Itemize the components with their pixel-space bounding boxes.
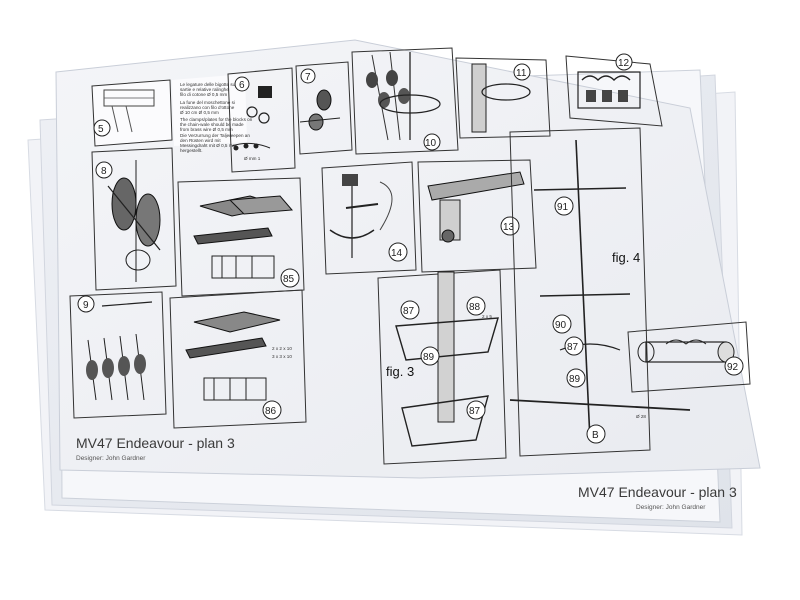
panel-fig-4: 91 90 87 89 B Ø 28 fig. 4 bbox=[509, 127, 691, 457]
panel-86: 2 x 2 x 10 3 x 3 x 10 86 bbox=[169, 289, 307, 429]
back-sheet-title: MV47 Endeavour - plan 3 bbox=[578, 484, 737, 500]
panel-fig-3: 87 88 89 87 2 x 5 fig. 3 bbox=[377, 269, 507, 465]
panel-91-number: 91 bbox=[557, 202, 569, 213]
note-line-2: filo di cotone Ø 0,5 mm bbox=[180, 92, 227, 97]
panel-13: 13 bbox=[417, 159, 537, 273]
panel-9: 9 bbox=[69, 291, 167, 419]
panel-8: 8 bbox=[91, 147, 177, 291]
note-line-10: den Rüsten wird mit bbox=[180, 138, 221, 143]
note-line-12: hergestellt. bbox=[180, 148, 202, 153]
panel-12-number: 12 bbox=[618, 58, 630, 69]
front-sheet bbox=[55, 39, 761, 479]
note-line-9: Die Verzurrung der Taljereepen an bbox=[180, 133, 250, 138]
panel-11-number: 11 bbox=[516, 68, 527, 79]
panel-8-number: 8 bbox=[101, 166, 107, 177]
note-line-3: La fune del moschettone si bbox=[180, 100, 235, 105]
panel-7: 7 bbox=[295, 61, 353, 155]
panel-87c-number: 87 bbox=[567, 342, 579, 353]
front-sheet-designer: Designer: John Gardner bbox=[76, 455, 146, 462]
panel-6-number: 6 bbox=[239, 80, 245, 91]
panel-14: 14 bbox=[321, 161, 417, 275]
front-sheet-title: MV47 Endeavour - plan 3 bbox=[76, 435, 235, 451]
panel-92-number: 92 bbox=[727, 362, 739, 373]
panel-10-number: 10 bbox=[425, 138, 437, 149]
panel-13-number: 13 bbox=[503, 222, 515, 233]
panel-87a-number: 87 bbox=[403, 306, 415, 317]
panel-85-number: 85 bbox=[283, 274, 295, 285]
note-line-0: Le legature delle bigotte sulle bbox=[180, 82, 240, 87]
panel-5: 5 bbox=[91, 79, 173, 147]
dimension-d5: Ø 28 bbox=[636, 414, 646, 419]
panel-6: 6 Ø mm 1 bbox=[227, 67, 296, 173]
panel-89a-number: 89 bbox=[423, 352, 435, 363]
dimension-d4: Ø mm 1 bbox=[244, 156, 261, 161]
panel-9-number: 9 bbox=[83, 300, 89, 311]
note-line-1: sartie e relative ralinghe bbox=[180, 87, 229, 92]
panel-7-number: 7 bbox=[305, 72, 311, 83]
panel-87b-number: 87 bbox=[469, 406, 481, 417]
note-line-5: Ø 10 cm Ø 0,5 mm bbox=[180, 110, 219, 115]
fig-3-label: fig. 3 bbox=[386, 364, 414, 379]
panel-14-number: 14 bbox=[391, 248, 403, 259]
note-line-11: Messingdraht mit Ø 0,5 mm bbox=[180, 143, 237, 148]
back-sheet-designer: Designer: John Gardner bbox=[636, 504, 706, 511]
panel-11: 11 bbox=[455, 57, 551, 139]
dimension-d1: 2 x 5 bbox=[482, 314, 492, 319]
fig-4-label: fig. 4 bbox=[612, 250, 640, 265]
panel-B-number: B bbox=[592, 430, 599, 441]
dimension-d2: 2 x 2 x 10 bbox=[272, 346, 292, 351]
note-line-7: the chain-wale should be made bbox=[180, 122, 244, 127]
panel-88-number: 88 bbox=[469, 302, 481, 313]
note-line-4: realizzano con filo d'ottone bbox=[180, 105, 235, 110]
dimension-d3: 3 x 3 x 10 bbox=[272, 354, 292, 359]
note-line-6: The clamps/plates for the blocks on bbox=[180, 117, 253, 122]
panel-5-number: 5 bbox=[98, 124, 104, 135]
panel-90-number: 90 bbox=[555, 320, 567, 331]
panel-10: 10 bbox=[351, 47, 459, 155]
panel-89b-number: 89 bbox=[569, 374, 581, 385]
note-line-8: from brass wire Ø 0,5 mm bbox=[180, 127, 233, 132]
panel-92: 92 bbox=[627, 321, 751, 393]
panel-85: 85 bbox=[177, 177, 305, 297]
panel-12: 12 bbox=[565, 53, 663, 127]
panel-86-number: 86 bbox=[265, 406, 277, 417]
